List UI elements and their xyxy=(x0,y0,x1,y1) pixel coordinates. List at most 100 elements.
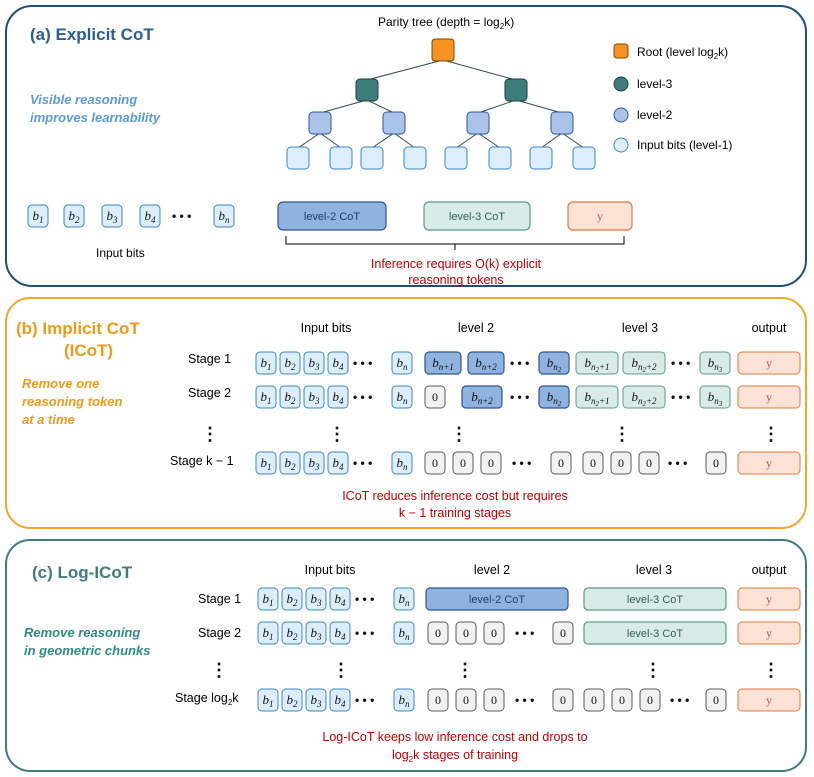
panel-c-row3-l2-zero-1 xyxy=(455,688,477,712)
panel-b-row2-l3-tok2-sub: n xyxy=(638,396,643,406)
panel-b-note-line1: Remove one xyxy=(22,376,99,391)
panel-a-title: (a) Explicit CoT xyxy=(30,25,154,44)
panel-b-row2-l3-tok1-subrest: +1 xyxy=(599,396,610,406)
panel-b-row2-l3-tok2 xyxy=(622,385,666,409)
panel-b-row2-l2-tokn xyxy=(538,385,570,409)
panel-a-level2-cot xyxy=(277,201,387,231)
panel-b-row2-l3-dots: • • • xyxy=(671,390,690,404)
panel-c-row2-l2-zero-0-label: 0 xyxy=(435,626,441,640)
panel-c-row3-bit-1-letter: b xyxy=(263,692,270,707)
panel-c-row3-l3-dots: • • • xyxy=(670,693,689,707)
tree-root-node xyxy=(431,38,455,62)
panel-b-row1-l3-tok1-subrest: +1 xyxy=(599,362,610,372)
panel-c-row1-bit-4-letter: b xyxy=(335,591,342,606)
panel-b-row1-l3-tok2-subsub: 2 xyxy=(642,366,646,374)
panel-c-row1-bit-1 xyxy=(257,587,279,611)
panel-c-row3-bit-dots: • • • xyxy=(355,693,374,707)
panel-b-row2-l2-tok2-label: bn+2 xyxy=(471,389,493,406)
panel-b-vdots-3: ⋮ xyxy=(613,424,631,444)
panel-b-row1-bit-2-letter: b xyxy=(285,355,292,370)
panel-b-row3-bit-3-sub: 3 xyxy=(314,462,320,472)
panel-a-bit-n xyxy=(213,204,235,228)
panel-c-row1-level3-cot-label: level-3 CoT xyxy=(627,594,684,606)
panel-c-row3-l3-zero-0-label: 0 xyxy=(591,693,597,707)
panel-b-row2-l3-tok1 xyxy=(575,385,619,409)
panel-b-row2-bit-1-sub: 1 xyxy=(267,396,272,406)
panel-b-row1-bit-3 xyxy=(303,351,325,375)
panel-b-row1-l2-tokn xyxy=(538,351,570,375)
tree-nodes xyxy=(286,38,596,170)
panel-a-bit-2-letter: b xyxy=(69,208,76,223)
legend-leaf-label: Input bits (level-1) xyxy=(637,138,732,152)
panel-b-row3-l3-zero-2 xyxy=(638,451,660,475)
panel-b-row1-bit-4-label: b4 xyxy=(333,355,345,372)
panel-c-row1-bit-3-letter: b xyxy=(311,591,318,606)
panel-c-row3-l3-zero-1 xyxy=(611,688,633,712)
panel-b-row2-bit-3-sub: 3 xyxy=(314,396,320,406)
panel-b-row1-bit-n-letter: b xyxy=(397,355,404,370)
panel-b-vdots-4: ⋮ xyxy=(762,424,780,444)
panel-c-row1-bit-n-label: bn xyxy=(399,591,411,608)
panel-b-row2-bit-n-label: bn xyxy=(397,389,409,406)
panel-c-row3-l2-zero-1-label: 0 xyxy=(463,693,469,707)
panel-b-row3-bit-1-letter: b xyxy=(261,455,268,470)
panel-c-row1-level2-cot xyxy=(425,587,569,611)
panel-b-row1-bit-3-sub: 3 xyxy=(314,362,320,372)
panel-a-input-bits-label: Input bits xyxy=(96,246,145,260)
panel-b-row3-bit-4-label: b4 xyxy=(333,455,345,472)
panel-b-row3-l2-zero-1-label: 0 xyxy=(460,456,466,470)
panel-b-row1-l2-tokn-letter: b xyxy=(547,355,554,370)
panel-c-note-line2: in geometric chunks xyxy=(24,643,150,658)
panel-b-row2-l2-dots: • • • xyxy=(510,390,529,404)
panel-b-row3-l3-zero-1 xyxy=(610,451,632,475)
panel-c-row3-bit-n-sub: n xyxy=(405,699,410,709)
panel-c-col-output: output xyxy=(752,563,787,577)
panel-c-row2-bit-3 xyxy=(305,621,327,645)
panel-b-row2-l3-tokn-sub: n xyxy=(714,396,719,406)
panel-b-row3-bit-3-letter: b xyxy=(309,455,316,470)
panel-c-row3-l3-zero-n xyxy=(705,688,727,712)
panel-b-row2-bit-3-label: b3 xyxy=(309,389,321,406)
panel-b-row2-zero-label: 0 xyxy=(432,390,438,404)
panel-c-row3-bit-1-sub: 1 xyxy=(269,699,274,709)
panel-b-row3-y xyxy=(737,451,801,475)
tree-title: Parity tree (depth = log2k) xyxy=(378,15,514,31)
panel-c-row3-l3-zero-1-label: 0 xyxy=(619,693,625,707)
panel-b-row1-bit-1-letter: b xyxy=(261,355,268,370)
panel-b-row2-l2-tok2-sub: n+2 xyxy=(478,396,494,406)
panel-b-row1-bit-n-sub: n xyxy=(403,362,408,372)
panel-c-row1-y xyxy=(737,587,801,611)
panel-c-row3-l3-zero-0 xyxy=(583,688,605,712)
panel-c-row3-y-label: y xyxy=(766,693,772,707)
panel-a-bit-3-letter: b xyxy=(107,208,114,223)
panel-b-row1-l2-tok1-letter: b xyxy=(432,355,439,370)
panel-c-row2-bit-4-letter: b xyxy=(335,625,342,640)
panel-c-row3-l2-zero-n xyxy=(552,688,574,712)
panel-c-row3-l2-zero-0 xyxy=(427,688,449,712)
panel-b-row2-bit-2 xyxy=(279,385,301,409)
panel-a-bracket xyxy=(285,236,625,250)
panel-a-bit-3 xyxy=(101,204,123,228)
panel-a-bit-dots: • • • xyxy=(172,209,191,223)
panel-b-row1-y-label: y xyxy=(766,356,772,370)
panel-b-row1-bit-1-label: b1 xyxy=(261,355,272,372)
tree-level2-node-3 xyxy=(550,111,574,135)
panel-c-col-input: Input bits xyxy=(305,563,356,577)
panel-b-row3-bit-2-label: b2 xyxy=(285,455,297,472)
panel-b-row1-l2-tok1-sub: n+1 xyxy=(439,362,454,372)
tree-legend: Root (level log2k) level-3 level-2 Input… xyxy=(613,43,732,153)
panel-b-col-level3: level 3 xyxy=(622,321,658,335)
panel-b-row1-bit-1 xyxy=(255,351,277,375)
panel-c-col-level3: level 3 xyxy=(636,563,672,577)
panel-a-bit-1 xyxy=(27,204,49,228)
panel-b-row1-l3-dots: • • • xyxy=(671,356,690,370)
tree-level3-node-0 xyxy=(355,78,379,102)
tree-leaf-node-7 xyxy=(572,146,596,170)
legend-level3-label: level-3 xyxy=(637,77,673,91)
panel-b-row3-bit-n-label: bn xyxy=(397,455,409,472)
panel-b-row1-bit-3-label: b3 xyxy=(309,355,321,372)
panel-b-row2-l3-tok2-subrest: +2 xyxy=(646,396,657,406)
panel-c-row3-bit-2-letter: b xyxy=(287,692,294,707)
edge-root-l3-1 xyxy=(442,59,517,81)
